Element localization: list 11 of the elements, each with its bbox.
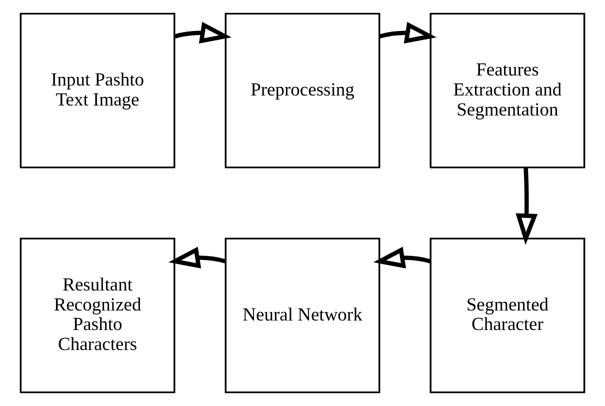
node-box: Features Extraction and Segmentation [430,12,586,168]
node-box: Input Pashto Text Image [20,12,176,168]
arrow [174,22,232,44]
node-box: Neural Network [224,238,380,394]
node-box: Segmented Character [430,238,586,394]
arrow [168,246,226,268]
arrow [379,22,437,44]
node-box: Preprocessing [224,12,380,168]
arrow [373,246,431,268]
arrow [516,168,538,246]
node-box: Resultant Recognized Pashto Characters [20,238,176,394]
